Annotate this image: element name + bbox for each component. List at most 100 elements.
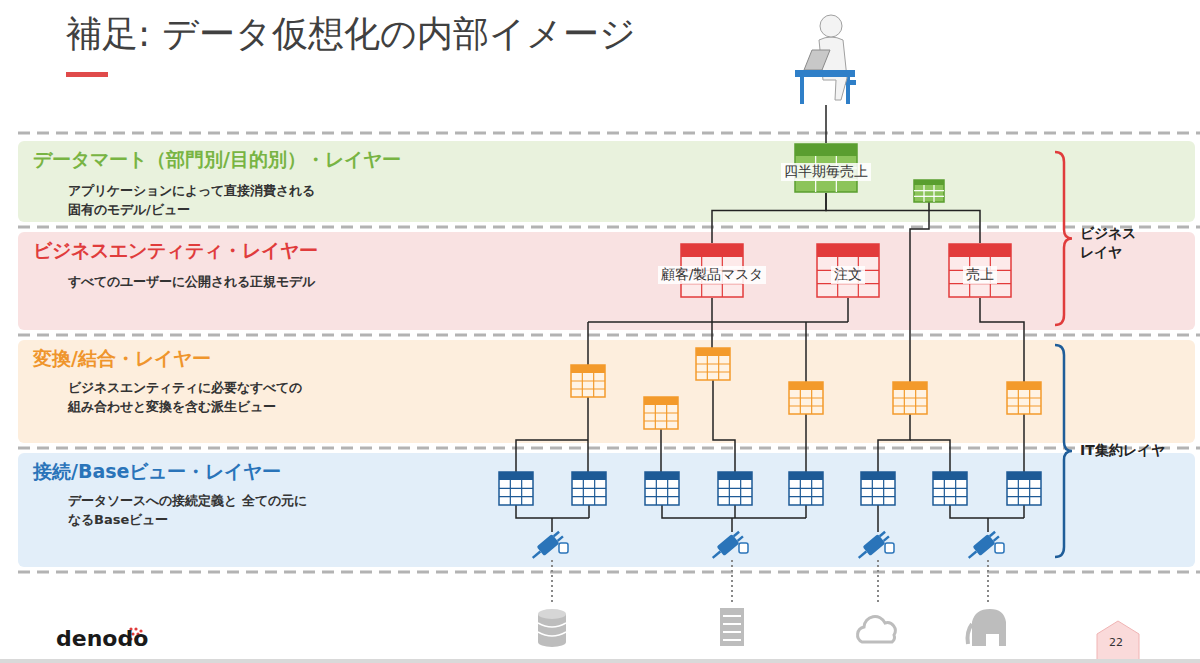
view-wire (587, 397, 589, 472)
derived-view-icon (1007, 382, 1041, 414)
table-header (571, 365, 605, 373)
label-holder: denodo (56, 624, 148, 654)
table-grid (789, 496, 823, 497)
table-grid (571, 380, 605, 381)
table-header (696, 348, 730, 356)
view-wire (1023, 505, 1025, 518)
slide-title: 補足: データ仮想化の内部イメージ (66, 10, 636, 59)
table-header (1007, 472, 1041, 480)
table-view: 四半期毎売上 (776, 143, 876, 193)
table-grid (893, 397, 927, 398)
table-grid (594, 480, 595, 505)
table-grid (593, 373, 594, 397)
view-wire (516, 440, 588, 472)
table-grid (666, 405, 667, 429)
view-name: 四半期毎売上 (781, 163, 871, 181)
view-wire (587, 322, 589, 365)
table-header (645, 472, 679, 480)
table-body (1007, 382, 1041, 414)
table-grid (1007, 397, 1041, 398)
table-header (933, 472, 967, 480)
table-header (572, 472, 606, 480)
layer-band: データマート（部門別/目的別）・レイヤーアプリケーションによって直接消費される固… (18, 141, 1195, 222)
table-body (499, 472, 533, 505)
table-grid (740, 480, 741, 505)
table-body (1007, 472, 1041, 505)
table-header (499, 472, 533, 480)
table-body (789, 382, 823, 414)
table-grid (914, 190, 944, 191)
view-wire (711, 298, 713, 348)
table-grid (1029, 390, 1030, 414)
layer-heading: 変換/結合・レイヤー (33, 347, 1180, 371)
view-wire (713, 380, 735, 472)
table-grid (571, 388, 605, 389)
view-wire (805, 505, 807, 518)
table-header (644, 397, 678, 405)
table-grid (644, 412, 678, 413)
hadoop-icon (972, 609, 1006, 646)
hadoop-trunk (968, 624, 973, 644)
layer-bracket (1055, 345, 1072, 557)
cloud-icon (858, 617, 896, 642)
table-grid (811, 480, 812, 505)
view-name: 注文 (831, 266, 865, 284)
table-grid (510, 480, 511, 505)
database-icon (538, 609, 566, 619)
table-grid (789, 488, 823, 489)
source-link (877, 560, 879, 605)
layer-description: データソースへの接続定義と 全ての元になるBaseビュー (68, 492, 318, 530)
page-tab (1097, 621, 1139, 660)
table-body (645, 472, 679, 505)
table-grid (572, 496, 606, 497)
layer-heading: ビジネスエンティティ・レイヤー (33, 239, 1180, 263)
view-wire (805, 414, 807, 472)
table-header (789, 472, 823, 480)
layer-separator (18, 226, 1200, 229)
table-grid (667, 480, 668, 505)
table-header (681, 244, 743, 257)
layer-heading: 接続/Baseビュー・レイヤー (33, 460, 1180, 484)
table-body (718, 472, 752, 505)
plug-prong (554, 532, 559, 536)
user-figure (795, 15, 856, 104)
table-grid (718, 356, 719, 380)
view-wire (1023, 414, 1025, 472)
view-wire (950, 505, 1024, 518)
base-view-icon (1007, 472, 1041, 505)
derived-view-icon (696, 348, 730, 380)
table-header (914, 180, 944, 185)
table-view: 顧客/製品マスタ (653, 243, 772, 298)
table-body (789, 472, 823, 505)
table-header (861, 472, 895, 480)
table-header (1007, 382, 1041, 390)
table-grid (499, 488, 533, 489)
view-wire (731, 518, 733, 532)
label-holder: 22 (1109, 636, 1123, 651)
table-view: 売上 (948, 243, 1012, 298)
server-icon (720, 608, 744, 646)
server-slot (723, 623, 741, 625)
layer-heading: データマート（部門別/目的別）・レイヤー (33, 148, 1180, 172)
table-grid (955, 480, 956, 505)
table-grid (811, 390, 812, 414)
view-wire (805, 322, 807, 382)
view-name: 売上 (963, 266, 997, 284)
label-holder: ビジネス レイヤ (1080, 224, 1152, 262)
layer-separator (18, 334, 1200, 337)
table-grid (904, 390, 905, 414)
view-wire (910, 440, 950, 472)
database-ring (538, 632, 566, 636)
server-slot (723, 631, 741, 633)
table-grid (1007, 496, 1041, 497)
table-grid (1029, 480, 1030, 505)
server-slot (723, 639, 741, 641)
table-grid (861, 496, 895, 497)
layer-band: ビジネスエンティティ・レイヤーすべてのユーザーに公開される正規モデル顧客/製品マ… (18, 232, 1195, 330)
table-grid (645, 488, 679, 489)
title-underline (66, 72, 108, 77)
table-grid (789, 397, 823, 398)
table-header (718, 472, 752, 480)
